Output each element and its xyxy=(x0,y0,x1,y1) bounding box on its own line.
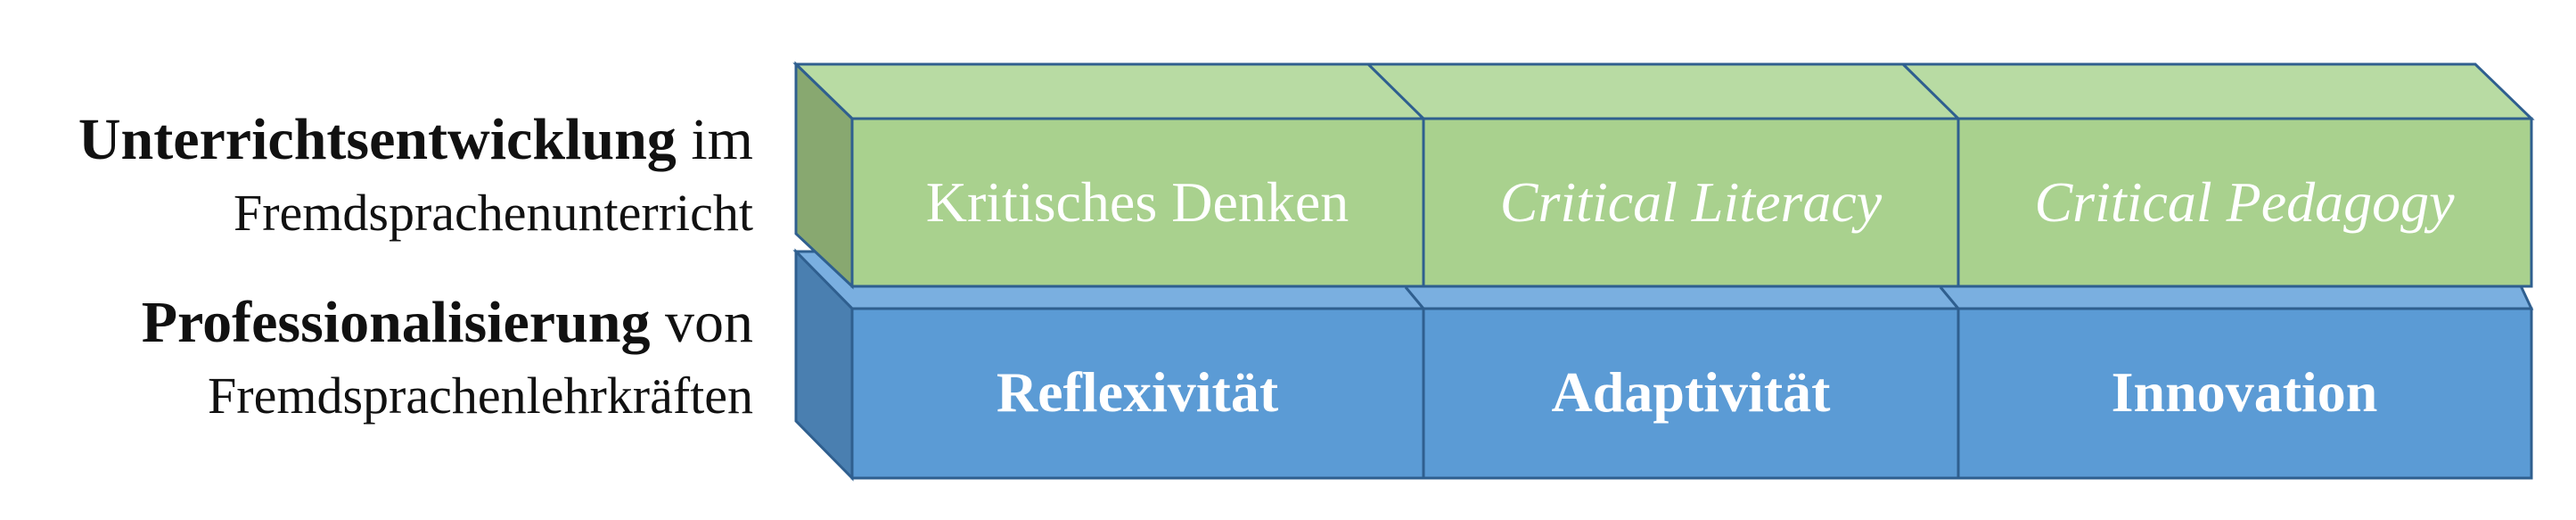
green-cell-3-label: Critical Pedagogy xyxy=(2034,170,2455,234)
green-layer-top-face xyxy=(792,62,2535,120)
row-label-bottom-rest: von xyxy=(651,290,754,355)
row-label-top: Unterrichtsentwicklung im Fremdsprachenu… xyxy=(78,107,753,242)
blue-cell-1 xyxy=(850,307,1425,480)
row-label-top-line2: Fremdsprachenunterricht xyxy=(234,184,753,242)
blue-cell-2-label: Adaptivität xyxy=(1552,360,1832,424)
green-cell-1 xyxy=(850,117,1425,288)
green-cell-2-label: Critical Literacy xyxy=(1500,170,1883,234)
green-top-divider-1 xyxy=(1366,62,1425,120)
blue-top-divider-2 xyxy=(1939,286,1960,310)
row-label-top-line1: Unterrichtsentwicklung im xyxy=(78,107,753,172)
row-label-bottom: Professionalisierung von Fremdsprachenle… xyxy=(142,290,753,425)
blue-cell-3 xyxy=(1957,307,2533,480)
green-layer: Kritisches Denken Critical Literacy Crit… xyxy=(792,61,2535,290)
blue-layer: Reflexivität Adaptivität Innovation xyxy=(792,248,2534,482)
green-cell-3 xyxy=(1957,117,2533,288)
row-label-bottom-line1: Professionalisierung von xyxy=(142,290,753,355)
row-label-bottom-bold: Professionalisierung xyxy=(142,290,651,355)
green-cell-2 xyxy=(1422,117,1960,288)
row-label-top-rest: im xyxy=(677,107,753,172)
green-cell-1-label: Kritisches Denken xyxy=(926,170,1350,234)
blue-cell-2 xyxy=(1422,307,1960,480)
blue-cell-3-label: Innovation xyxy=(2112,360,2378,424)
row-label-top-bold: Unterrichtsentwicklung xyxy=(78,107,677,172)
green-top-divider-2 xyxy=(1901,62,1960,120)
row-label-bottom-line2: Fremdsprachenlehrkräften xyxy=(208,367,753,425)
blue-top-divider-1 xyxy=(1404,286,1425,310)
blue-cell-1-label: Reflexivität xyxy=(997,360,1279,424)
